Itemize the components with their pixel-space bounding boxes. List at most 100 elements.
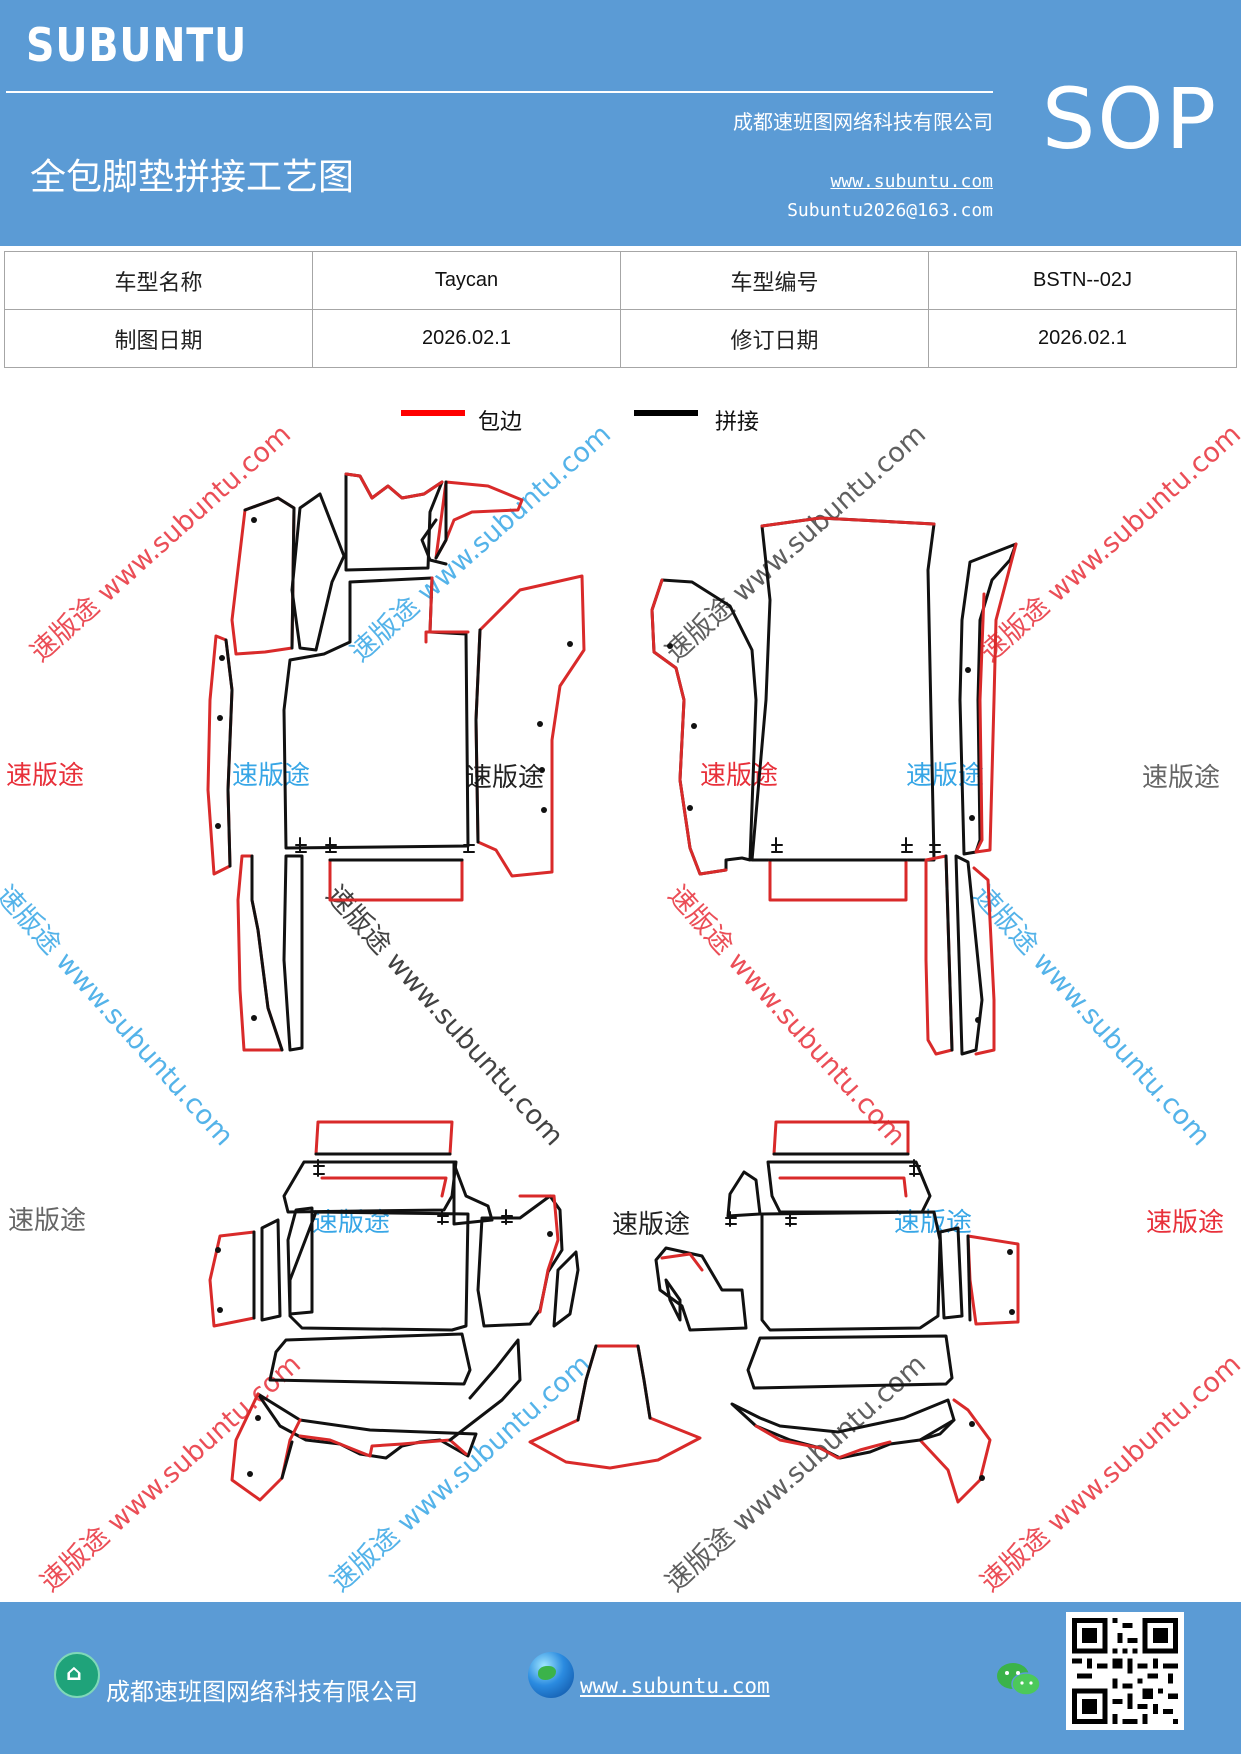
mat-piece (260, 1218, 282, 1322)
mat-piece-group-center-hump (528, 1344, 702, 1470)
mat-piece (660, 1252, 704, 1272)
mat-piece (424, 630, 470, 644)
revision-date-value: 2026.02.1 (928, 309, 1237, 368)
mat-piece (320, 1176, 448, 1198)
mat-piece (452, 1162, 494, 1226)
wechat-icon[interactable] (996, 1660, 1042, 1700)
draw-date-value: 2026.02.1 (312, 309, 621, 368)
watermark: 速版途 (8, 1206, 87, 1236)
footer-website-link[interactable]: www.subuntu.com (580, 1674, 770, 1698)
mat-piece (650, 578, 728, 876)
mat-piece (288, 1210, 470, 1332)
mat-piece-group-rear-left (208, 1120, 580, 1502)
globe-icon (528, 1652, 574, 1698)
watermark: 速版途 (612, 1210, 691, 1240)
mat-piece (420, 518, 448, 566)
vehicle-info-table: 车型名称 Taycan 车型编号 BSTN--02J 制图日期 2026.02.… (4, 251, 1237, 368)
mat-piece (938, 1226, 964, 1320)
mat-piece (954, 854, 984, 1056)
revision-date-label: 修订日期 (620, 309, 929, 368)
watermark: 速版途 (700, 761, 779, 791)
legend-edge-label: 包边 (478, 410, 523, 435)
mat-piece (518, 1194, 560, 1314)
mat-piece (972, 866, 996, 1056)
mat-piece (730, 1398, 956, 1460)
mat-piece (474, 628, 482, 844)
legend-seam-label: 拼接 (715, 410, 760, 435)
mat-piece (974, 542, 1018, 854)
mat-piece-group-rear-right (654, 1120, 1020, 1504)
mat-piece (290, 492, 346, 652)
table-row: 车型名称 Taycan 车型编号 BSTN--02J (4, 251, 1237, 310)
mat-piece (654, 1246, 748, 1332)
mat-piece (250, 854, 284, 1052)
page-header: SUBUNTU 成都速班图网络科技有限公司 全包脚垫拼接工艺图 www.subu… (0, 0, 1241, 246)
mat-piece (474, 574, 586, 878)
model-code-label: 车型编号 (620, 251, 929, 310)
mat-piece (208, 1230, 256, 1328)
mat-piece (966, 1234, 972, 1322)
watermark: 速版途 (906, 761, 985, 791)
table-row: 制图日期 2026.02.1 修订日期 2026.02.1 (4, 309, 1237, 368)
mat-piece (768, 858, 908, 902)
mat-piece (918, 1398, 992, 1504)
footer-company-name: 成都速班图网络科技有限公司 (106, 1678, 418, 1706)
mat-piece (664, 1278, 682, 1322)
mat-piece (576, 1344, 652, 1422)
home-icon: ⌂ (54, 1652, 100, 1698)
contact-email[interactable]: Subuntu2026@163.com (787, 200, 993, 221)
mat-piece (650, 578, 758, 876)
brand-logo: SUBUNTU (26, 18, 248, 72)
draw-date-label: 制图日期 (4, 309, 313, 368)
mat-piece (760, 516, 936, 528)
mat-piece (280, 1440, 294, 1480)
mat-piece (434, 480, 524, 560)
mat-piece (230, 496, 296, 656)
watermark: 速版途 (232, 761, 311, 791)
qr-code-icon (1072, 1618, 1178, 1724)
header-divider (6, 91, 993, 93)
qr-code[interactable] (1066, 1612, 1184, 1730)
mat-piece (750, 516, 936, 862)
mat-piece (772, 1120, 910, 1156)
company-name: 成都速班图网络科技有限公司 (733, 110, 993, 134)
model-code-value: BSTN--02J (928, 251, 1237, 310)
mat-piece (282, 576, 470, 850)
website-link[interactable]: www.subuntu.com (830, 171, 993, 192)
mat-piece (344, 472, 444, 500)
mat-piece (448, 1338, 522, 1442)
model-name-label: 车型名称 (4, 251, 313, 310)
mat-piece (918, 1418, 956, 1442)
watermark: 速版途 (6, 761, 85, 791)
mat-piece (328, 858, 464, 902)
mat-piece (760, 1210, 942, 1332)
page-title: 全包脚垫拼接工艺图 (30, 157, 355, 198)
mat-piece (726, 1170, 762, 1218)
watermark: 速版途 (466, 763, 545, 793)
model-name-value: Taycan (312, 251, 621, 310)
mat-piece (224, 638, 234, 868)
mat-piece (528, 1344, 702, 1470)
mat-piece (282, 1160, 458, 1214)
mat-piece (778, 1176, 908, 1198)
watermark: 速版途 (1142, 763, 1221, 793)
page-footer: ⌂ 成都速班图网络科技有限公司 www.subuntu.com (0, 1602, 1241, 1754)
watermark: 速版途 (1146, 1208, 1225, 1238)
floor-mat-diagram: 速版途 www.subuntu.com 速版途 www.subuntu.com … (0, 370, 1241, 1600)
mat-piece (746, 1334, 954, 1390)
mat-piece (314, 1120, 454, 1156)
mat-piece (754, 1424, 892, 1460)
legend-edge-swatch (401, 410, 465, 416)
mat-piece-group-front-right (650, 516, 1018, 1056)
mat-piece (286, 1206, 314, 1316)
mat-piece (944, 854, 954, 1052)
mat-piece (230, 1392, 302, 1502)
mat-piece-group-front-left (206, 472, 586, 1052)
sop-badge: SOP (1042, 70, 1219, 168)
mat-piece (958, 542, 1018, 856)
mat-piece (282, 854, 304, 1052)
mat-piece (552, 1250, 580, 1328)
mat-piece (428, 576, 434, 634)
pattern-pieces (206, 472, 1020, 1504)
mat-piece (434, 480, 448, 560)
